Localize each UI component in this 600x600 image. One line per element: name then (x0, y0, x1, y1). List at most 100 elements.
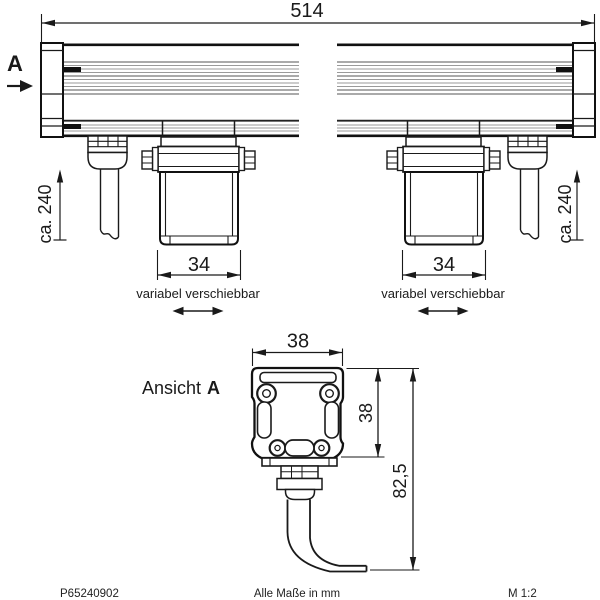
view-direction-marker: A (7, 51, 33, 92)
units-note: Alle Maße in mm (254, 588, 340, 600)
bracket-stem-side (286, 499, 368, 573)
cable-gland-right (507, 135, 548, 240)
dimension-bracket-right: 34 variabel verschiebbar (381, 250, 505, 316)
detail-title-letter: A (207, 378, 220, 398)
bottom-plate-lines (269, 458, 330, 466)
side-slot-left (256, 401, 272, 439)
hex-flats (244, 156, 255, 164)
washer-left (151, 146, 159, 172)
screw-top-left-center (262, 389, 272, 399)
hex-bolt-left (141, 150, 154, 170)
arrowhead-up (56, 169, 64, 183)
cable-length-value: ca. 240 (555, 184, 575, 243)
luminaire-bar (40, 42, 596, 138)
arrowhead-left (253, 349, 266, 356)
dimension-detail-depth: 38 (341, 367, 419, 458)
cable-gland-left (87, 135, 128, 240)
slide-arrow-left-icon (172, 306, 184, 316)
extension-lines (401, 250, 487, 280)
arrowhead-right (227, 271, 240, 279)
bracket-body (404, 171, 484, 246)
bracket-hinge (157, 145, 240, 173)
gland-nut-flats (508, 136, 547, 148)
arrowhead-down (409, 557, 417, 570)
gland-dome (507, 151, 548, 170)
bracket-hinge (402, 145, 485, 173)
end-seal-mark (556, 124, 574, 129)
extension-lines (40, 14, 596, 44)
end-cap-left-lines (41, 49, 63, 127)
profile-grooves-light (63, 65, 574, 132)
slide-note: variabel verschiebbar (381, 286, 505, 301)
gland-base-side (276, 477, 323, 491)
hex-bolt-left (386, 150, 399, 170)
arrowhead-right (581, 19, 594, 27)
slide-note: variabel verschiebbar (136, 286, 260, 301)
end-cap-left (40, 42, 64, 138)
detail-width-value: 38 (287, 331, 309, 353)
bottom-plate (261, 457, 338, 467)
washer-right (483, 146, 491, 172)
slide-arrow-left-icon (417, 306, 429, 316)
bracket-width-value: 34 (433, 254, 455, 276)
slide-arrow-right-icon (212, 306, 224, 316)
end-cap-right (572, 42, 596, 138)
washer-right (238, 146, 246, 172)
top-slot (259, 371, 337, 384)
extension-lines (156, 250, 242, 280)
gland-nut-flats (88, 136, 127, 148)
dimension-detail-width: 38 (251, 331, 344, 366)
cable-right (519, 169, 540, 240)
gland-dome (87, 151, 128, 170)
profile-grooves-dark (63, 61, 574, 95)
bracket-tab (161, 121, 236, 137)
mounting-bracket-right (386, 121, 501, 246)
slide-arrow-right-icon (457, 306, 469, 316)
screw-bottom-left-center (274, 444, 281, 452)
bracket-body-lines (405, 172, 483, 244)
arrowhead-down (374, 444, 382, 457)
dimension-cable-right: ca. 240 (555, 169, 584, 244)
hex-bolt-right (243, 150, 256, 170)
arrowhead-up (573, 169, 581, 183)
arrowhead-left (42, 19, 55, 27)
arrowhead-right (329, 349, 342, 356)
gland-dome-side (284, 488, 316, 501)
bracket-plate (405, 136, 482, 148)
hinge-lines (403, 152, 484, 168)
arrowhead-up (409, 368, 417, 382)
end-seal-mark (63, 124, 81, 129)
extension-lines (251, 348, 344, 366)
end-cap-right-lines (573, 49, 595, 127)
scale-note: M 1:2 (508, 588, 537, 600)
footer: P65240902 Alle Maße in mm M 1:2 (60, 588, 537, 600)
detail-height-value: 82,5 (390, 463, 410, 498)
dimension-cable-left: ca. 240 (35, 169, 67, 244)
washer-left (396, 146, 404, 172)
part-number: P65240902 (60, 588, 119, 600)
detail-view-ansicht-a: Ansicht A (142, 366, 368, 573)
dimension-detail-height: 82,5 (370, 368, 420, 571)
screw-top-right-center (325, 389, 335, 399)
hinge-lines (158, 152, 239, 168)
bracket-plate (160, 136, 237, 148)
hex-flats (387, 156, 398, 164)
view-arrow-head-icon (20, 80, 33, 92)
hex-bolt-right (488, 150, 501, 170)
arrowhead-up (374, 368, 382, 382)
hex-flats (142, 156, 153, 164)
cable-left (99, 169, 120, 240)
bracket-body-lines (160, 172, 238, 244)
detail-title-prefix: Ansicht (142, 378, 201, 398)
dimension-overall-length: 514 (40, 0, 596, 44)
end-seal-mark (556, 67, 574, 72)
gland-nut-side-flats (281, 466, 318, 479)
bottom-oval-slot (284, 439, 315, 457)
detail-view-title: Ansicht A (142, 378, 220, 398)
arrowhead-right (472, 271, 485, 279)
extension-lines (341, 367, 419, 458)
side-slot-right (324, 401, 340, 439)
detail-depth-value: 38 (356, 403, 376, 423)
